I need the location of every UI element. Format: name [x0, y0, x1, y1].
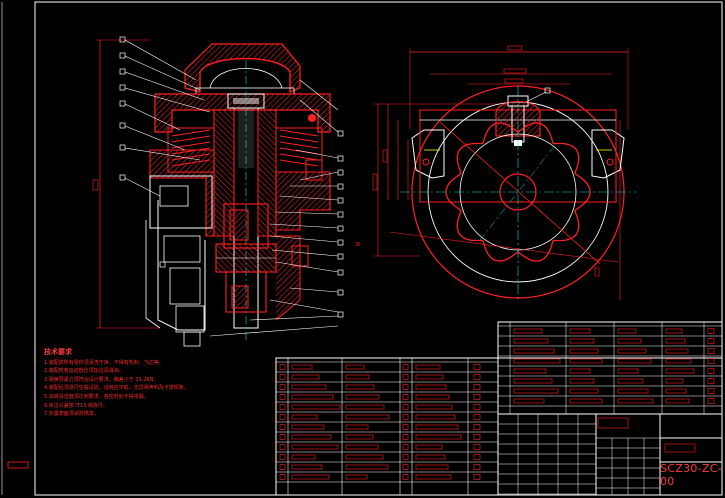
notes-heading: 技术要求 — [44, 348, 72, 356]
note-line: 2.装配时各运动部位须加注润滑油。 — [44, 368, 124, 375]
note-line: 1.装配前所有零件须清洗干净，不得有毛刺、飞边等。 — [44, 359, 164, 366]
note-line: 3.弹簧预紧力须符合设计要求，偏差小于 33.2KN。 — [44, 376, 159, 383]
note-line: 5.油液清洁度须达到要求，各密封处不得渗漏。 — [44, 393, 149, 400]
end-view: Ø — [356, 45, 636, 300]
note-line: 6.未注公差按 IT13 级执行。 — [44, 402, 108, 409]
technical-notes: 技术要求 1.装配前所有零件须清洗干净，不得有毛刺、飞边等。 2.装配时各运动部… — [44, 348, 274, 419]
drawing-number: SCZ30-ZC-00 — [660, 462, 723, 488]
sectional-view — [92, 36, 344, 347]
dimension-note: Ø — [356, 241, 360, 248]
note-line: 4.装配后须进行空载试验，运转应平稳，无异常声响及卡滞现象。 — [44, 385, 189, 392]
title-block — [275, 321, 723, 496]
note-line: 7.外露表面须涂防锈漆。 — [44, 411, 99, 418]
